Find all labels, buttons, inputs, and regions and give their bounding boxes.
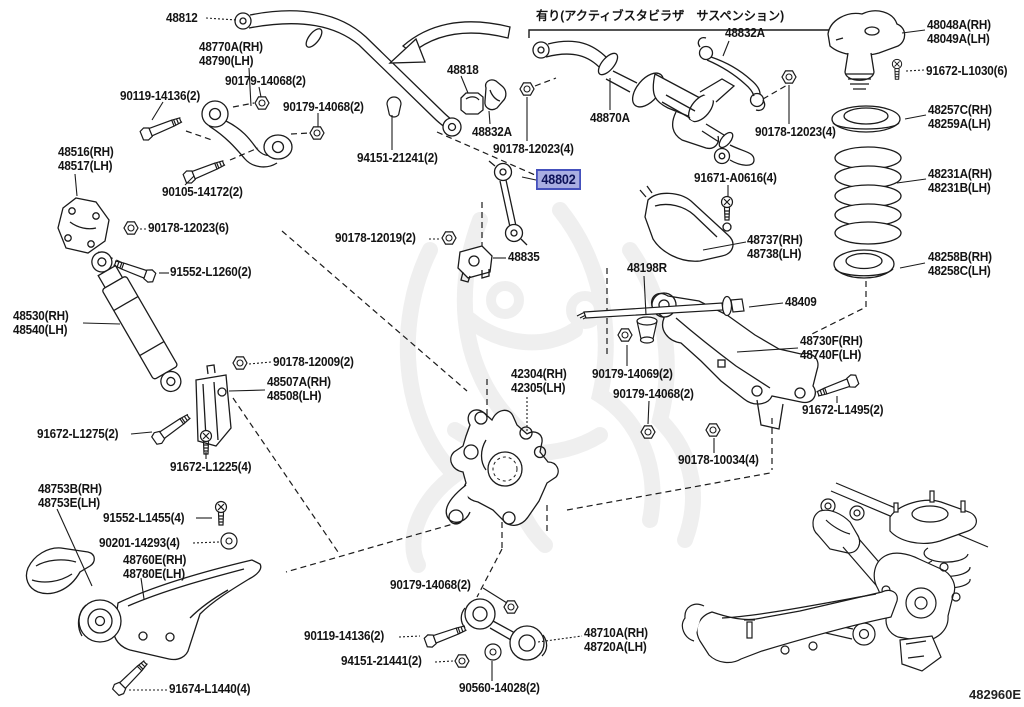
part-label-90178-12019-2-: 90178-12019(2) xyxy=(335,230,416,245)
part-label-91674-l1440-4-: 91674-L1440(4) xyxy=(169,681,251,696)
part-label-48516-rh-: 48516(RH) 48517(LH) xyxy=(58,144,114,173)
part-label-90178-12023-4-: 90178-12023(4) xyxy=(755,124,836,139)
part-label-48812: 48812 xyxy=(166,10,198,25)
part-label-48835: 48835 xyxy=(508,249,540,264)
part-label-48760e-rh-: 48760E(RH) 48780E(LH) xyxy=(123,552,187,581)
figure-code: 482960E xyxy=(969,687,1022,702)
stabilizer-link-illustration xyxy=(488,160,528,246)
part-label-90178-12023-6-: 90178-12023(6) xyxy=(148,220,229,235)
shock-bracket-illustration xyxy=(195,364,232,447)
bump-stop-illustration xyxy=(636,316,658,344)
part-label-90179-14068-2-: 90179-14068(2) xyxy=(283,99,364,114)
part-label-94151-21241-2-: 94151-21241(2) xyxy=(357,150,438,165)
part-label-90119-14136-2-: 90119-14136(2) xyxy=(120,88,201,103)
part-label-48832a: 48832A xyxy=(472,124,512,139)
rear-knuckle-illustration xyxy=(445,409,559,526)
part-label-94151-21441-2-: 94151-21441(2) xyxy=(341,653,422,668)
part-label-48770a-rh-: 48770A(RH) 48790(LH) xyxy=(199,39,263,68)
part-label-48257c-rh-: 48257C(RH) 48259A(LH) xyxy=(928,102,992,131)
part-label-48802[interactable]: 48802 xyxy=(536,169,581,190)
part-label-90179-14069-2-: 90179-14069(2) xyxy=(592,366,673,381)
part-label-48753b-rh-: 48753B(RH) 48753E(LH) xyxy=(38,481,102,510)
lower-control-arm-illustration xyxy=(651,292,819,430)
part-label-90119-14136-2-: 90119-14136(2) xyxy=(304,628,385,643)
stabilizer-bracket-right-illustration xyxy=(697,36,766,112)
part-label-48231a-rh-: 48231A(RH) 48231B(LH) xyxy=(928,166,992,195)
spring-lower-insulator-illustration xyxy=(833,249,895,279)
bracket-48835-illustration xyxy=(457,245,493,283)
lateral-control-rod-illustration xyxy=(460,598,548,661)
shock-absorber-illustration xyxy=(91,251,182,393)
part-label-90179-14068-2-: 90179-14068(2) xyxy=(225,73,306,88)
part-label-91672-l1275-2-: 91672-L1275(2) xyxy=(37,426,119,441)
fasteners xyxy=(110,58,903,698)
part-label-90179-14068-2-: 90179-14068(2) xyxy=(613,386,694,401)
spring-upper-insulator-illustration xyxy=(831,105,901,133)
part-label-91552-l1455-4-: 91552-L1455(4) xyxy=(103,510,185,525)
stabilizer-bar-illustration xyxy=(234,10,462,137)
upper-control-arm-illustration xyxy=(201,100,293,168)
part-label-42304-rh-: 42304(RH) 42305(LH) xyxy=(511,366,567,395)
part-label-91671-a0616-4-: 91671-A0616(4) xyxy=(694,170,777,185)
assembled-suspension-illustration xyxy=(681,482,989,672)
replacement-arrow xyxy=(388,21,511,64)
stabilizer-bushing-illustration xyxy=(460,92,484,115)
part-label-90105-14172-2-: 90105-14172(2) xyxy=(162,184,243,199)
part-label-48507a-rh-: 48507A(RH) 48508(LH) xyxy=(267,374,331,403)
part-label-48737-rh-: 48737(RH) 48738(LH) xyxy=(747,232,803,261)
part-label-91672-l1030-6-: 91672-L1030(6) xyxy=(926,63,1008,78)
part-label-48198r: 48198R xyxy=(627,260,667,275)
part-label-90179-14068-2-: 90179-14068(2) xyxy=(390,577,471,592)
part-label-91552-l1260-2-: 91552-L1260(2) xyxy=(170,264,252,279)
support-mount-illustration xyxy=(827,10,906,90)
bracket-48516-illustration xyxy=(57,197,110,254)
stabilizer-bracket-left-illustration xyxy=(484,79,507,111)
part-label-90178-12023-4-: 90178-12023(4) xyxy=(493,141,574,156)
part-label-48530-rh-: 48530(RH) 48540(LH) xyxy=(13,308,69,337)
part-label-90201-14293-4-: 90201-14293(4) xyxy=(99,535,180,550)
part-label-48258b-rh-: 48258B(RH) 48258C(LH) xyxy=(928,249,992,278)
bushing-retainer-illustration xyxy=(386,96,402,118)
part-label-90178-12009-2-: 90178-12009(2) xyxy=(273,354,354,369)
part-label-91672-l1495-2-: 91672-L1495(2) xyxy=(802,402,884,417)
part-label-48870a: 48870A xyxy=(590,110,630,125)
trailing-arm-illustration xyxy=(77,559,262,661)
part-label-48832a: 48832A xyxy=(725,25,765,40)
assembly-reference-dashes xyxy=(97,77,867,598)
part-label-48409: 48409 xyxy=(785,294,817,309)
arm-cover-illustration xyxy=(25,547,95,595)
part-label-48048a-rh-: 48048A(RH) 48049A(LH) xyxy=(927,17,991,46)
part-label-90178-10034-4-: 90178-10034(4) xyxy=(678,452,759,467)
part-label-48710a-rh-: 48710A(RH) 48720A(LH) xyxy=(584,625,648,654)
part-label-90560-14028-2-: 90560-14028(2) xyxy=(459,680,540,695)
coil-spring-illustration xyxy=(834,146,902,245)
part-label-48818: 48818 xyxy=(447,62,479,77)
active-stabilizer-note: 有り(アクティブスタビラザ サスペンション) xyxy=(536,9,785,23)
active-stabilizer-actuator-illustration xyxy=(532,40,755,166)
part-label-91672-l1225-4-: 91672-L1225(4) xyxy=(170,459,252,474)
leader-lines xyxy=(56,17,927,691)
part-label-48730f-rh-: 48730F(RH) 48740F(LH) xyxy=(800,333,863,362)
